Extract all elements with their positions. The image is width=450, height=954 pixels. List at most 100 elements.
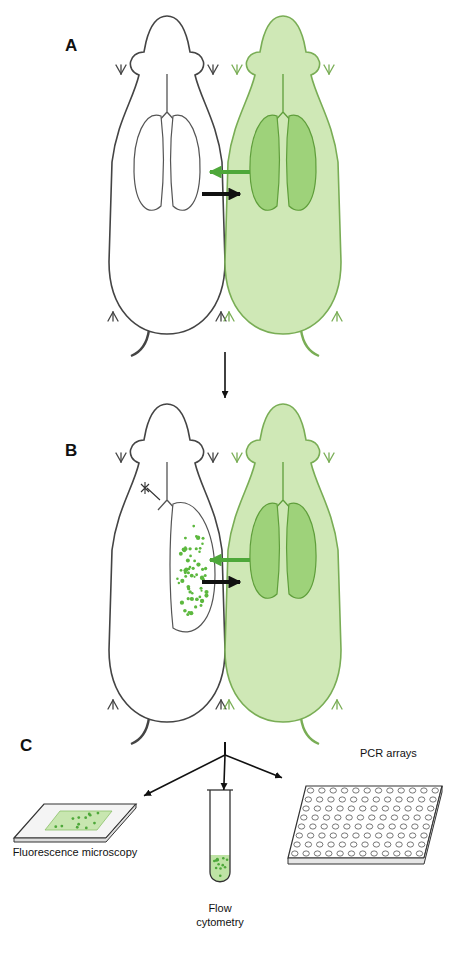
paw-finger — [116, 453, 121, 462]
green-cell — [180, 601, 184, 605]
plate-well — [337, 806, 343, 811]
plate-well — [341, 788, 347, 793]
paw-finger — [332, 700, 337, 709]
plate-well — [348, 851, 354, 856]
panel-letter: A — [65, 35, 95, 56]
mouse-tail — [131, 718, 149, 744]
mouse-body — [109, 404, 225, 722]
green-cell — [204, 594, 208, 598]
plate-well — [364, 833, 370, 838]
paw-finger — [116, 65, 121, 74]
paw-finger — [324, 65, 329, 74]
green-cell — [192, 567, 195, 570]
plate-well — [344, 824, 350, 829]
green-cell — [213, 860, 216, 863]
plate-well — [323, 815, 329, 820]
panel-box: B — [60, 398, 390, 742]
green-cell — [189, 566, 192, 569]
panel-box: A — [60, 5, 390, 352]
paw-finger — [216, 700, 221, 709]
method-label: PCR arrays — [360, 747, 440, 761]
plate-well — [405, 806, 411, 811]
method-box: Flow cytometry — [190, 790, 252, 950]
plate-well — [430, 797, 436, 802]
plate-well — [378, 824, 384, 829]
mouse-paw — [108, 700, 118, 709]
paw-finger — [213, 65, 218, 74]
enlarged-lung — [170, 503, 215, 632]
slide-side — [14, 804, 136, 842]
green-cell — [189, 555, 192, 558]
green-cell — [85, 827, 88, 830]
green-cell — [198, 596, 201, 599]
green-cell — [193, 559, 196, 562]
plate-well — [421, 833, 427, 838]
plate-well — [341, 833, 347, 838]
cell-flow-arrow — [210, 558, 250, 562]
green-cell — [200, 599, 204, 603]
green-cell — [215, 867, 218, 870]
plate-well — [298, 824, 304, 829]
lung-lobe — [287, 503, 316, 598]
mouse-paw — [116, 65, 126, 74]
green-cell — [192, 525, 195, 528]
plate-well — [407, 842, 413, 847]
plate-well — [339, 797, 345, 802]
plate-well — [409, 788, 415, 793]
plate-well — [394, 851, 400, 856]
mouse-body — [225, 404, 341, 722]
plate-well — [346, 815, 352, 820]
plate-well — [355, 824, 361, 829]
green-cell — [190, 574, 194, 578]
tube-wall — [210, 790, 230, 882]
plate-well — [375, 833, 381, 838]
paw-finger — [329, 65, 334, 74]
plate-well — [357, 815, 363, 820]
plate-well — [362, 842, 368, 847]
plate-well — [425, 815, 431, 820]
test-tube — [207, 790, 233, 882]
mouse-body — [225, 16, 341, 334]
cell-flow-arrow — [202, 580, 240, 584]
plate-well — [350, 797, 356, 802]
plate-well — [364, 788, 370, 793]
plate-well — [428, 806, 434, 811]
plate-well — [416, 851, 422, 856]
cell-flow-arrow — [202, 192, 240, 196]
plate-well — [385, 842, 391, 847]
mouse-paw — [224, 700, 234, 709]
paw-finger — [216, 312, 221, 321]
plate-well — [328, 797, 334, 802]
green-cell — [200, 604, 203, 607]
plate-well — [353, 788, 359, 793]
suture — [141, 482, 160, 500]
paw-finger — [232, 453, 237, 462]
plate-well — [387, 788, 393, 793]
mouse-tail — [131, 330, 149, 356]
green-cell — [195, 535, 198, 538]
plate-well — [330, 788, 336, 793]
paw-finger — [224, 312, 229, 321]
green-cell — [180, 569, 183, 572]
green-cell — [97, 812, 100, 815]
plate-well — [373, 797, 379, 802]
mouse-paw — [108, 312, 118, 321]
plate-well — [353, 833, 359, 838]
plate-well — [375, 788, 381, 793]
plate-well — [389, 824, 395, 829]
plate-well — [314, 851, 320, 856]
trachea — [158, 462, 176, 510]
method-label: Flow cytometry — [190, 902, 250, 930]
mouse-paw — [116, 453, 126, 462]
plate-well — [305, 842, 311, 847]
paw-finger — [108, 312, 113, 321]
mouse-paw — [232, 65, 242, 74]
green-cell — [186, 613, 189, 616]
plate-well — [330, 833, 336, 838]
process-arrow — [144, 742, 225, 796]
green-cell — [193, 576, 195, 578]
process-arrow — [224, 352, 226, 398]
mouse — [108, 404, 226, 744]
mouse-tail — [301, 330, 319, 356]
paw-finger — [113, 700, 118, 709]
